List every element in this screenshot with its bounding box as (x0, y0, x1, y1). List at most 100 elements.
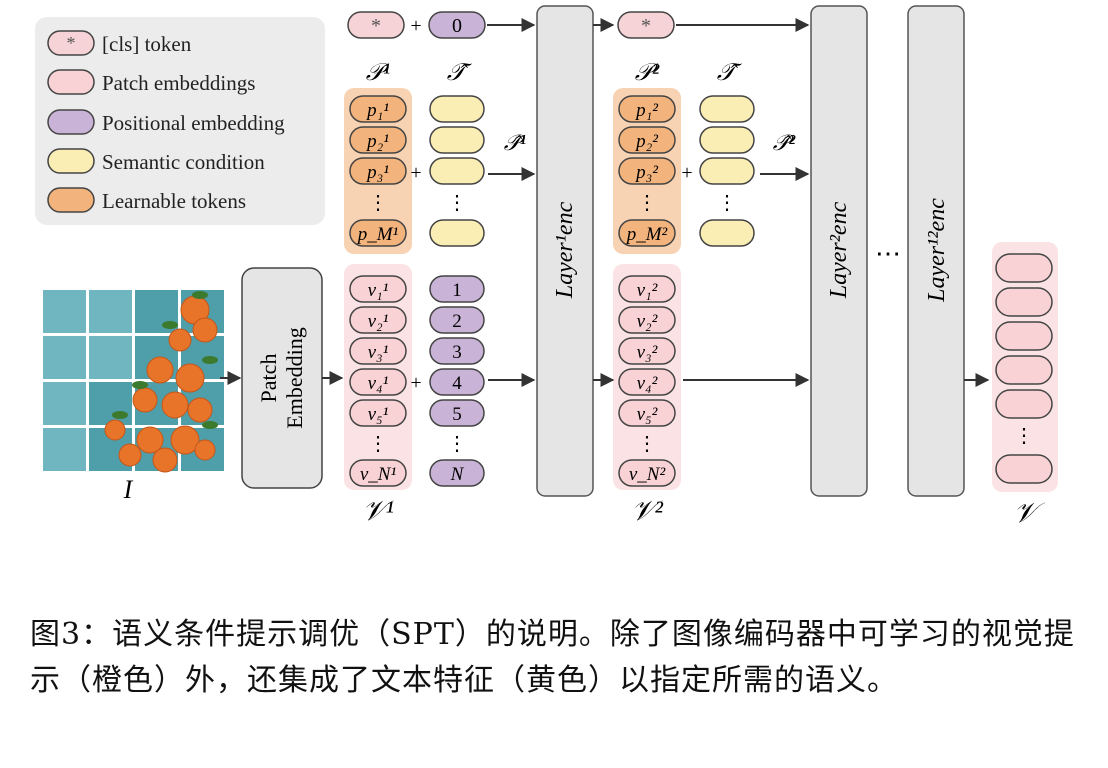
leaf (202, 421, 218, 429)
v1-token-3-label: v₄¹ (368, 373, 389, 394)
legend-item-learnable: Learnable tokens (47, 187, 246, 213)
semantic-token-1-1 (429, 126, 485, 154)
p1-token-4 (349, 219, 407, 247)
plus-v1: + (410, 372, 421, 394)
v2-token-3 (618, 368, 676, 396)
v1-token-2-label: v₃¹ (368, 342, 389, 363)
image-label: I (123, 475, 134, 504)
p1-token-0 (349, 95, 407, 123)
output-token-1 (995, 287, 1053, 317)
v1-token-6-label: v_N¹ (360, 464, 397, 485)
v1-token-6 (349, 459, 407, 487)
legend-label-learnable: Learnable tokens (102, 189, 246, 213)
v2-token-6 (618, 459, 676, 487)
leaf (192, 291, 208, 299)
v2-token-2-label: v₃² (637, 342, 658, 363)
semantic-token-1-4 (429, 219, 485, 247)
v2-token-4 (618, 399, 676, 427)
image-patch (43, 382, 86, 425)
p2-token-3-ellipsis: ⋮ (637, 192, 657, 214)
p1-token-2 (349, 157, 407, 185)
pos-token-1-label: 2 (452, 311, 462, 332)
legend-box (35, 17, 325, 225)
legend-item-patch: Patch embeddings (47, 69, 255, 95)
p1-token-2-label: p₃¹ (365, 162, 389, 183)
image-patch (89, 336, 132, 379)
semantic-token-2-1 (699, 126, 755, 154)
pos-token-6-label: N (450, 464, 465, 485)
orange-fruit (175, 363, 205, 393)
semantic-token-1-3-ellipsis: ⋮ (447, 192, 467, 214)
v1-token-1 (349, 306, 407, 334)
pos-token-6 (429, 459, 485, 487)
v1-token-4 (349, 399, 407, 427)
p2-token-4-label: p_M² (625, 224, 668, 245)
plus-cls: + (410, 15, 421, 37)
output-token-5-ellipsis: ⋮ (1014, 425, 1034, 447)
leaf (112, 411, 128, 419)
encoder-layer-1: Layer¹enc (536, 5, 594, 497)
orange-fruit (168, 328, 192, 352)
p2-tokens: p₁² p₂² p₃² ⋮ p_M² (618, 95, 676, 247)
output-token-6 (995, 454, 1053, 484)
orange-fruit (187, 397, 213, 423)
v2-label: 𝒱² (631, 496, 663, 527)
pos-zero: 0 (452, 15, 462, 37)
t2-tokens: ⋮ (699, 95, 755, 247)
t1-tokens: ⋮ (429, 95, 485, 247)
v1-token-1-label: v₂¹ (368, 311, 389, 332)
semantic-token-2-2 (699, 157, 755, 185)
legend-label-patch: Patch embeddings (102, 71, 255, 95)
image-patch (89, 382, 132, 425)
v1-label: 𝒱¹ (362, 496, 394, 527)
pos-token-5-ellipsis: ⋮ (447, 433, 467, 455)
legend-item-positional: Positional embedding (47, 109, 285, 135)
p2-token-2 (618, 157, 676, 185)
p2-token-2-label: p₃² (634, 162, 658, 183)
patch-embedding-block: Patch Embedding (241, 267, 323, 489)
legend-item-semantic: Semantic condition (47, 148, 265, 174)
p2-token-0-label: p₁² (634, 100, 658, 121)
p2-token-1 (618, 126, 676, 154)
output-token-0 (995, 253, 1053, 283)
v2-token-6-label: v_N² (629, 464, 666, 485)
output-tokens: ⋮ (995, 253, 1053, 484)
pos-token-4-label: 5 (452, 404, 462, 425)
plus-p1: + (410, 162, 421, 184)
p-hat-1-label: 𝒫̂¹ (504, 130, 526, 155)
layer-12-label: Layer¹²enc (924, 198, 950, 303)
p2-token-4 (618, 219, 676, 247)
image-patch (89, 290, 132, 333)
orange-fruit (132, 387, 158, 413)
p2-token-1-label: p₂² (634, 131, 658, 152)
output-token-4 (995, 389, 1053, 419)
cls-token-1: * (371, 15, 381, 37)
v1-token-4-label: v₅¹ (368, 404, 389, 425)
v-output-label: 𝒱 (1013, 498, 1045, 529)
input-image (43, 290, 224, 473)
v2-token-0 (618, 275, 676, 303)
semantic-token-1-2 (429, 157, 485, 185)
v1-token-0 (349, 275, 407, 303)
pos-token-0 (429, 275, 485, 303)
output-token-3 (995, 355, 1053, 385)
t-hat-1-label: 𝒯̂ (447, 60, 473, 86)
v1-token-3 (349, 368, 407, 396)
encoder-layer-12: Layer¹²enc (907, 5, 965, 497)
pos-token-3 (429, 368, 485, 396)
semantic-token-2-4 (699, 219, 755, 247)
pos-token-3-label: 4 (452, 373, 462, 394)
legend-item-cls: * [cls] token (47, 30, 192, 56)
pos-token-4 (429, 399, 485, 427)
p2-token-0 (618, 95, 676, 123)
layer-1-label: Layer¹enc (552, 201, 578, 299)
v2-token-3-label: v₄² (637, 373, 658, 394)
orange-fruit (152, 447, 178, 473)
orange-fruit (104, 419, 126, 441)
legend: * [cls] token Patch embeddings Positiona… (35, 17, 325, 225)
v1-token-2 (349, 337, 407, 365)
v1-token-0-label: v₁¹ (368, 280, 389, 301)
